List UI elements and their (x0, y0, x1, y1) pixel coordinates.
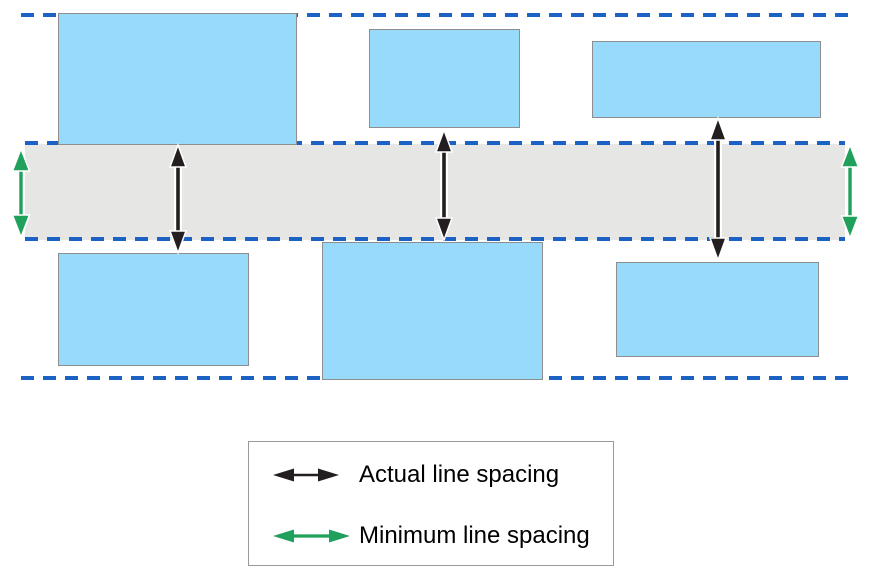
legend-item-minimum: Minimum line spacing (249, 520, 613, 552)
actual-line-spacing-arrow-left (168, 142, 188, 256)
black-double-arrow-icon (273, 468, 339, 482)
minimum-line-spacing-arrow-right (840, 142, 860, 241)
actual-line-spacing-arrow-right (708, 115, 728, 263)
glyph-box-top-right (592, 41, 821, 118)
actual-line-spacing-arrow-middle (434, 127, 454, 243)
legend: Actual line spacing Minimum line spacing (248, 441, 614, 566)
legend-item-actual: Actual line spacing (249, 459, 613, 491)
legend-label-actual: Actual line spacing (359, 461, 560, 488)
line-spacing-band (25, 144, 845, 240)
glyph-box-bottom-right (616, 262, 819, 357)
band-top-dashed-line (25, 141, 845, 145)
green-double-arrow-icon (273, 529, 350, 543)
legend-label-minimum: Minimum line spacing (359, 522, 590, 549)
band-bottom-dashed-line (25, 237, 845, 241)
minimum-line-spacing-arrow-left (11, 146, 31, 240)
glyph-box-top-left (58, 13, 297, 145)
glyph-box-top-middle (369, 29, 520, 128)
glyph-box-bottom-middle (322, 242, 543, 380)
glyph-box-bottom-left (58, 253, 249, 366)
top-line-boundary-dashed-line (21, 13, 856, 17)
